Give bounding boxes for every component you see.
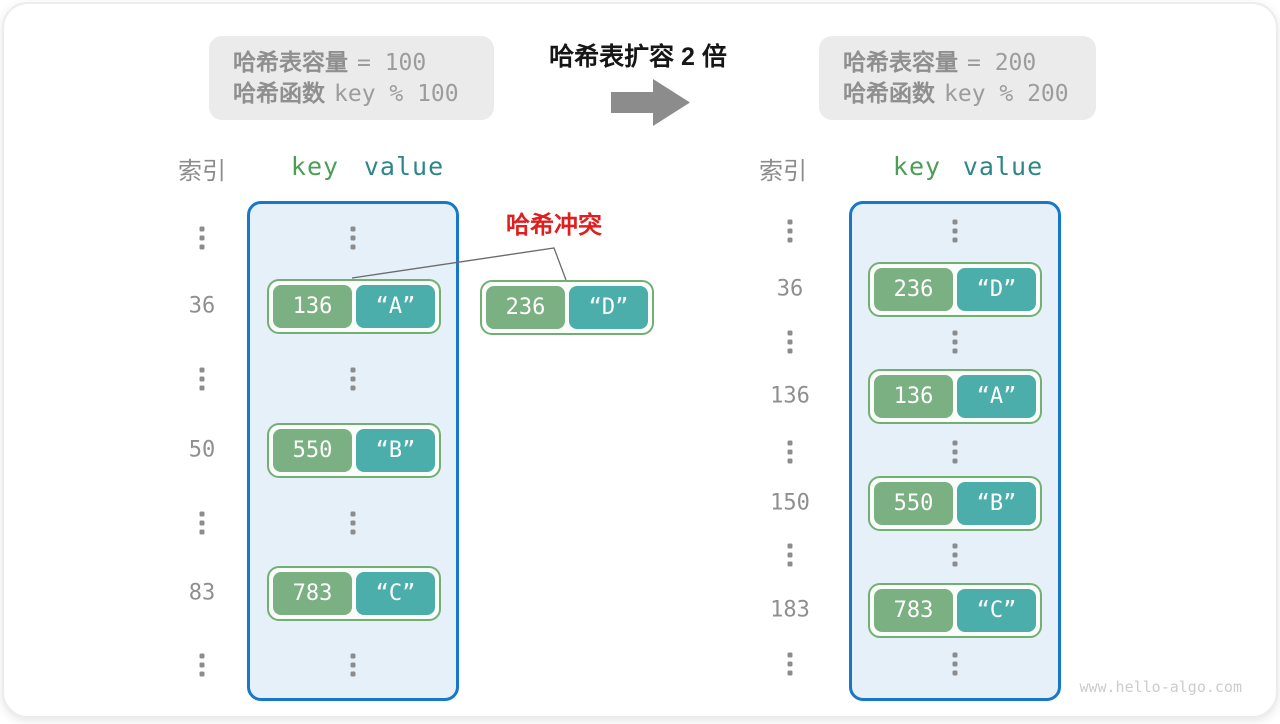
pair-783-C: 783 “C” <box>267 566 441 621</box>
pair-783-C: 783 “C” <box>868 583 1042 638</box>
hash-collision-label: 哈希冲突 <box>506 212 602 239</box>
key-box: 136 <box>273 285 352 328</box>
value-box: “D” <box>957 268 1036 311</box>
value-box: “A” <box>957 375 1036 418</box>
after-slot-ellipsis <box>952 652 958 676</box>
pair-136-A: 136 “A” <box>868 369 1042 424</box>
key-box: 136 <box>874 375 953 418</box>
before-index-header: 索引 <box>178 158 226 185</box>
pair-550-B: 550 “B” <box>868 476 1042 531</box>
before-slot-ellipsis <box>350 653 356 677</box>
after-capacity-value: = 200 <box>967 49 1037 76</box>
value-box: “C” <box>356 572 435 615</box>
before-index-50: 50 <box>188 437 216 463</box>
before-value-header: value <box>363 152 445 181</box>
after-function-line: 哈希函数 key % 200 <box>843 79 1096 107</box>
value-box: “C” <box>957 589 1036 632</box>
after-capacity-line: 哈希表容量 = 200 <box>843 48 1096 76</box>
before-info-box: 哈希表容量 = 100 哈希函数 key % 100 <box>209 36 494 120</box>
key-box: 236 <box>486 286 565 329</box>
before-index-ellipsis <box>199 511 205 535</box>
key-box: 550 <box>874 482 953 525</box>
after-index-36: 36 <box>776 276 804 302</box>
after-index-ellipsis <box>787 652 793 676</box>
before-index-ellipsis <box>199 367 205 391</box>
after-index-150: 150 <box>770 490 810 516</box>
before-slot-ellipsis <box>350 367 356 391</box>
before-capacity-label: 哈希表容量 <box>233 48 348 75</box>
value-box: “D” <box>569 286 648 329</box>
before-function-line: 哈希函数 key % 100 <box>233 79 494 107</box>
value-box: “B” <box>957 482 1036 525</box>
after-index-ellipsis <box>787 440 793 464</box>
before-index-ellipsis <box>199 226 205 250</box>
after-index-183: 183 <box>770 597 810 623</box>
before-function-value: key % 100 <box>334 80 459 107</box>
before-capacity-line: 哈希表容量 = 100 <box>233 48 494 76</box>
key-box: 236 <box>874 268 953 311</box>
after-slot-ellipsis <box>952 440 958 464</box>
after-info-box: 哈希表容量 = 200 哈希函数 key % 200 <box>819 36 1096 120</box>
pair-236-D-colliding: 236 “D” <box>480 280 654 335</box>
after-capacity-label: 哈希表容量 <box>843 48 958 75</box>
after-slot-ellipsis <box>952 543 958 567</box>
value-box: “B” <box>356 429 435 472</box>
expand-arrow-icon <box>611 79 690 126</box>
after-function-label: 哈希函数 <box>843 79 935 106</box>
after-value-header: value <box>962 152 1044 181</box>
after-index-136: 136 <box>770 383 810 409</box>
after-key-header: key <box>892 152 942 181</box>
before-index-ellipsis <box>199 653 205 677</box>
pair-236-D: 236 “D” <box>868 262 1042 317</box>
before-capacity-value: = 100 <box>357 49 427 76</box>
pair-550-B: 550 “B” <box>267 423 441 478</box>
after-index-header: 索引 <box>759 158 807 185</box>
before-function-label: 哈希函数 <box>233 79 325 106</box>
before-slot-ellipsis <box>350 226 356 250</box>
after-slot-ellipsis <box>952 330 958 354</box>
site-watermark: www.hello-algo.com <box>1079 678 1242 696</box>
before-key-header: key <box>290 152 340 181</box>
after-index-ellipsis <box>787 543 793 567</box>
after-index-ellipsis <box>787 219 793 243</box>
key-box: 783 <box>273 572 352 615</box>
after-slot-ellipsis <box>952 219 958 243</box>
before-index-36: 36 <box>188 293 216 319</box>
after-index-ellipsis <box>787 330 793 354</box>
key-box: 783 <box>874 589 953 632</box>
before-index-83: 83 <box>188 580 216 606</box>
key-box: 550 <box>273 429 352 472</box>
after-function-value: key % 200 <box>944 80 1069 107</box>
pair-136-A: 136 “A” <box>267 279 441 334</box>
before-slot-ellipsis <box>350 511 356 535</box>
expand-title: 哈希表扩容 2 倍 <box>549 43 727 71</box>
value-box: “A” <box>356 285 435 328</box>
